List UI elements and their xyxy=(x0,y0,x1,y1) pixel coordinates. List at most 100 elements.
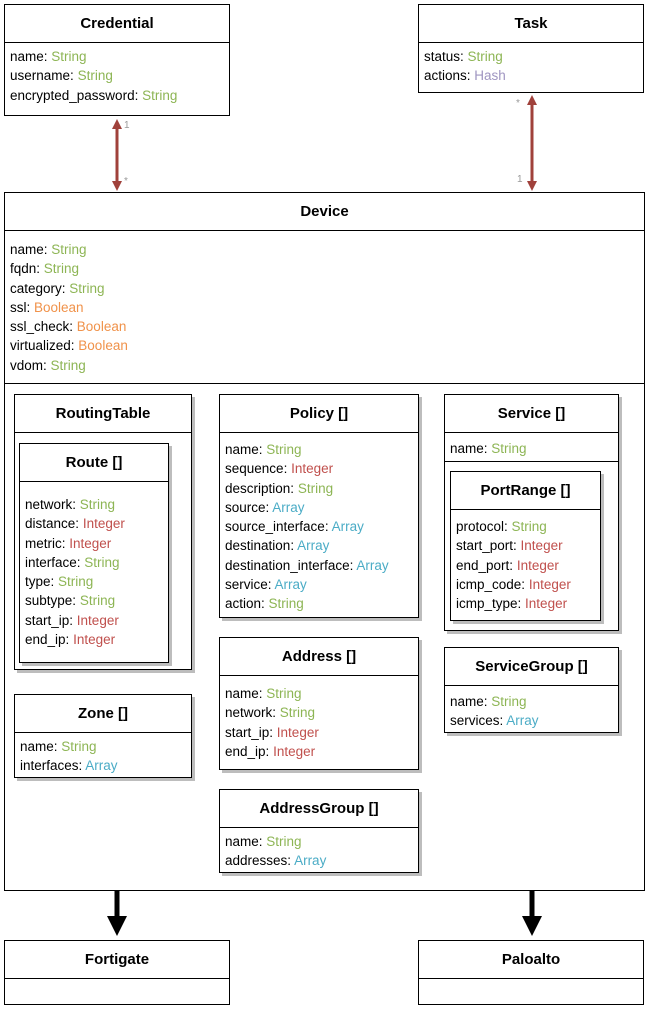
attribute-name: protocol xyxy=(456,519,505,534)
attribute-name: distance xyxy=(25,516,76,532)
attribute-row: virtualized: Boolean xyxy=(10,338,128,354)
attribute-name: name xyxy=(225,442,259,457)
attribute-row: description: String xyxy=(225,480,334,496)
attribute-row: vdom: String xyxy=(10,357,86,373)
attribute-row: metric: Integer xyxy=(25,535,112,551)
attribute-type: Array xyxy=(297,538,330,554)
attribute-type: String xyxy=(77,68,113,84)
attribute-type: String xyxy=(79,497,116,512)
attribute-name: services xyxy=(450,713,500,729)
attribute-row: start_ip: Integer xyxy=(25,612,119,628)
attribute-row: destination: Array xyxy=(225,538,330,554)
attribute-name: name xyxy=(10,242,44,257)
attribute-row: sequence: Integer xyxy=(225,461,334,477)
attribute-type: Boolean xyxy=(34,299,84,315)
zone-class-title: Zone [] xyxy=(15,695,191,733)
attribute-row: start_port: Integer xyxy=(456,538,563,554)
attribute-type: Integer xyxy=(291,461,334,477)
attribute-name: interfaces xyxy=(20,758,79,774)
paloalto-class[interactable]: Paloalto xyxy=(418,940,644,1005)
attribute-row: name: String xyxy=(10,242,87,257)
attribute-type: String xyxy=(266,686,302,701)
attribute-name: fqdn xyxy=(10,261,37,277)
attribute-type: String xyxy=(491,441,527,456)
address-class-title: Address [] xyxy=(220,638,418,676)
attribute-name: name xyxy=(225,686,259,701)
attribute-name: name xyxy=(10,49,44,64)
attribute-row: name: String xyxy=(10,49,87,64)
attribute-row: ssl_check: Boolean xyxy=(10,319,127,335)
attribute-type: Array xyxy=(331,519,364,535)
attribute-name: sequence xyxy=(225,461,284,477)
attribute-type: Array xyxy=(85,758,118,774)
attribute-row: end_ip: Integer xyxy=(25,632,116,648)
attribute-name: name xyxy=(450,694,484,709)
attribute-name: encrypted_password xyxy=(10,87,135,103)
attribute-name: source_interface xyxy=(225,519,325,535)
attribute-type: Integer xyxy=(520,538,563,554)
attribute-name: service xyxy=(225,577,268,593)
attribute-row: name: String xyxy=(450,694,527,709)
attribute-type: String xyxy=(79,593,116,609)
attribute-row: name: String xyxy=(450,441,527,456)
attribute-row: actions: Hash xyxy=(424,68,506,84)
attribute-name: destination_interface xyxy=(225,557,350,573)
task-multiplicity: * xyxy=(516,98,520,109)
attribute-row: end_port: Integer xyxy=(456,557,559,573)
attribute-row: name: String xyxy=(225,442,302,457)
attribute-type: String xyxy=(58,574,94,590)
attribute-name: start_port xyxy=(456,538,514,554)
attribute-row: end_ip: Integer xyxy=(225,743,316,759)
attribute-row: network: String xyxy=(25,497,116,512)
zone-class[interactable]: Zone [] name: String interfaces: Array xyxy=(14,694,192,778)
attribute-name: description xyxy=(225,480,291,496)
attribute-row: source_interface: Array xyxy=(225,519,364,535)
attribute-row: encrypted_password: String xyxy=(10,87,178,103)
attribute-row: ssl: Boolean xyxy=(10,299,84,315)
attribute-type: String xyxy=(50,357,86,373)
attribute-name: subtype xyxy=(25,593,73,609)
fortigate-class[interactable]: Fortigate xyxy=(4,940,230,1005)
attribute-name: name xyxy=(20,739,54,754)
attribute-name: status xyxy=(424,49,461,64)
attribute-type: Integer xyxy=(273,743,316,759)
attribute-name: source xyxy=(225,499,266,515)
route-class-title: Route [] xyxy=(20,444,168,482)
attribute-type: Integer xyxy=(82,516,125,532)
attribute-type: String xyxy=(266,834,302,849)
attribute-type: Integer xyxy=(76,612,119,628)
attribute-row: protocol: String xyxy=(456,519,547,534)
attribute-type: Hash xyxy=(474,68,506,84)
paloalto-class-title: Paloalto xyxy=(419,941,643,979)
attribute-type: String xyxy=(268,596,304,612)
attribute-row: start_ip: Integer xyxy=(225,724,319,740)
attribute-row: name: String xyxy=(20,739,97,754)
attribute-name: start_ip xyxy=(225,724,270,740)
attribute-type: String xyxy=(511,519,547,534)
attribute-type: String xyxy=(84,554,120,570)
service-class-title: Service [] xyxy=(445,395,618,433)
attribute-name: name xyxy=(450,441,484,456)
attribute-name: vdom xyxy=(10,357,44,373)
port-range-attributes: protocol: String start_port: Integer end_p… xyxy=(451,510,600,613)
attribute-type: Array xyxy=(356,557,389,573)
attribute-row: destination_interface: Array xyxy=(225,557,389,573)
attribute-name: name xyxy=(225,834,259,849)
attribute-row: interfaces: Array xyxy=(20,758,118,774)
attribute-name: ssl xyxy=(10,299,27,315)
attribute-type: String xyxy=(467,49,503,64)
attribute-name: virtualized xyxy=(10,338,71,354)
